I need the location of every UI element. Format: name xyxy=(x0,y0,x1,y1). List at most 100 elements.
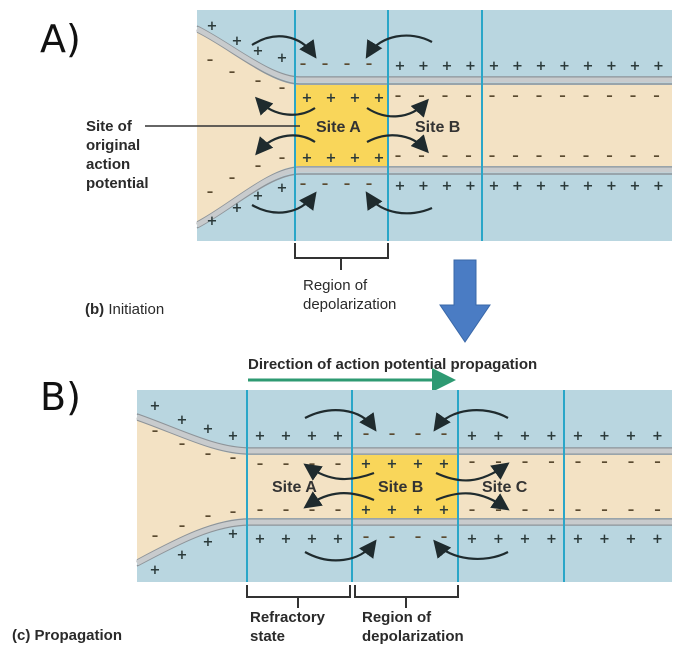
positive-charge: + xyxy=(606,59,617,74)
positive-charge: + xyxy=(442,59,453,74)
positive-charge: + xyxy=(207,19,218,34)
positive-charge: + xyxy=(232,34,243,49)
negative-charge: – xyxy=(418,89,425,104)
negative-charge: – xyxy=(653,89,660,104)
positive-charge: + xyxy=(150,563,161,578)
region-of-depolarization-label-b: Region of depolarization xyxy=(362,609,464,645)
negative-charge: – xyxy=(205,447,212,462)
negative-charge: – xyxy=(279,81,286,96)
negative-charge: – xyxy=(344,177,351,192)
positive-charge: + xyxy=(418,59,429,74)
negative-charge: – xyxy=(606,89,613,104)
positive-charge: + xyxy=(307,532,318,547)
positive-charge: + xyxy=(302,151,313,166)
membrane-bottom-b xyxy=(135,519,672,566)
positive-charge: + xyxy=(652,532,663,547)
panel-a-letter: A) xyxy=(40,17,81,61)
positive-charge: + xyxy=(333,429,344,444)
negative-charge: – xyxy=(654,503,661,518)
depolarized-region-site-a xyxy=(295,85,388,166)
region-bracket-a xyxy=(294,243,389,270)
positive-charge: + xyxy=(361,457,372,472)
negative-charge: – xyxy=(442,89,449,104)
positive-charge: + xyxy=(465,179,476,194)
positive-charge: + xyxy=(512,59,523,74)
negative-charge: – xyxy=(207,53,214,68)
positive-charge: + xyxy=(652,429,663,444)
positive-charge: + xyxy=(253,189,264,204)
panel-b-letter: B) xyxy=(40,375,81,419)
negative-charge: – xyxy=(255,159,262,174)
positive-charge: + xyxy=(489,179,500,194)
negative-charge: – xyxy=(363,427,370,442)
negative-charge: – xyxy=(395,149,402,164)
negative-charge: – xyxy=(283,503,290,518)
negative-charge: – xyxy=(441,427,448,442)
negative-charge: – xyxy=(522,503,529,518)
negative-charge: – xyxy=(489,149,496,164)
negative-charge: – xyxy=(257,503,264,518)
positive-charge: + xyxy=(228,429,239,444)
positive-charge: + xyxy=(653,179,664,194)
charges-a: ++++++++––––––––––––++++++++++++––––++++… xyxy=(207,19,664,229)
positive-charge: + xyxy=(573,429,584,444)
positive-charge: + xyxy=(281,429,292,444)
region-of-depolarization-label-a: Region of depolarization xyxy=(303,277,396,313)
negative-charge: – xyxy=(363,530,370,545)
negative-charge: – xyxy=(309,503,316,518)
positive-charge: + xyxy=(255,429,266,444)
current-arrows-b xyxy=(303,409,510,562)
negative-charge: – xyxy=(344,57,351,72)
positive-charge: + xyxy=(374,151,385,166)
negative-charge: – xyxy=(152,529,159,544)
negative-charge: – xyxy=(465,89,472,104)
negative-charge: – xyxy=(229,171,236,186)
negative-charge: – xyxy=(179,519,186,534)
positive-charge: + xyxy=(465,59,476,74)
site-c-label-b: Site C xyxy=(482,479,528,496)
positive-charge: + xyxy=(520,532,531,547)
positive-charge: + xyxy=(395,179,406,194)
negative-charge: – xyxy=(630,89,637,104)
negative-charge: – xyxy=(469,503,476,518)
positive-charge: + xyxy=(599,532,610,547)
positive-charge: + xyxy=(559,59,570,74)
negative-charge: – xyxy=(395,89,402,104)
negative-charge: – xyxy=(207,185,214,200)
negative-charge: – xyxy=(654,455,661,470)
positive-charge: + xyxy=(653,59,664,74)
positive-charge: + xyxy=(630,59,641,74)
site-b-label-b: Site B xyxy=(378,479,423,496)
positive-charge: + xyxy=(573,532,584,547)
positive-charge: + xyxy=(583,179,594,194)
positive-charge: + xyxy=(512,179,523,194)
positive-charge: + xyxy=(467,429,478,444)
depolarization-bracket-b xyxy=(354,585,459,608)
negative-charge: – xyxy=(389,530,396,545)
positive-charge: + xyxy=(442,179,453,194)
panel-a: A) ++++++++––––––––––––++++++++++++––––+… xyxy=(40,10,672,318)
positive-charge: + xyxy=(395,59,406,74)
direction-label: Direction of action potential propagatio… xyxy=(248,356,537,373)
caption-initiation: (b) Initiation xyxy=(85,301,164,318)
positive-charge: + xyxy=(361,503,372,518)
negative-charge: – xyxy=(653,149,660,164)
negative-charge: – xyxy=(575,455,582,470)
positive-charge: + xyxy=(546,429,557,444)
positive-charge: + xyxy=(253,44,264,59)
negative-charge: – xyxy=(536,149,543,164)
negative-charge: – xyxy=(441,530,448,545)
negative-charge: – xyxy=(559,149,566,164)
positive-charge: + xyxy=(177,548,188,563)
refractory-bracket xyxy=(246,585,351,608)
negative-charge: – xyxy=(322,177,329,192)
membrane-bottom-inner-a xyxy=(196,166,672,223)
membrane-top-outer-a xyxy=(196,25,672,78)
negative-charge: – xyxy=(415,530,422,545)
depolarized-region-site-b xyxy=(352,455,458,518)
positive-charge: + xyxy=(439,457,450,472)
negative-charge: – xyxy=(300,57,307,72)
positive-charge: + xyxy=(418,179,429,194)
positive-charge: + xyxy=(387,457,398,472)
positive-charge: + xyxy=(302,91,313,106)
